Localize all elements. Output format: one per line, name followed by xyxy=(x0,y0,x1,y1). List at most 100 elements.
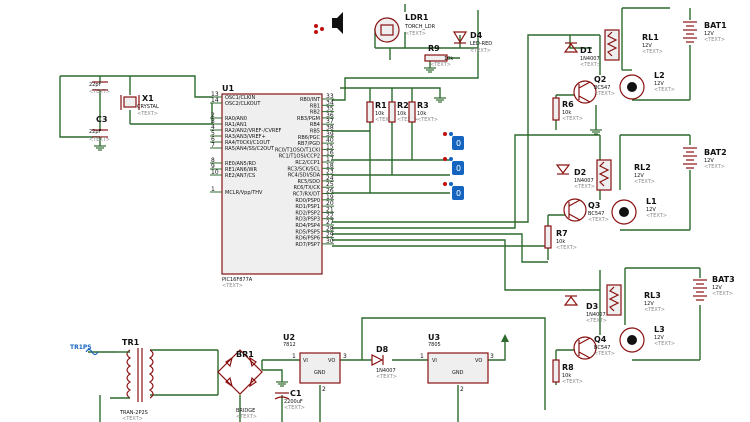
mcu-pin-number: 7 xyxy=(211,142,215,149)
speaker-icon[interactable] xyxy=(332,12,343,34)
mcu-pin-name: RA1/AN1 xyxy=(225,122,247,128)
r3-ref: R3 xyxy=(417,101,429,110)
r1-ref: R1 xyxy=(375,101,387,110)
mcu-pin-name: RA3/AN3/VREF+ xyxy=(225,134,266,140)
diode-d8[interactable]: D8 1N4007 <TEXT> xyxy=(371,345,397,380)
resistor-r8[interactable]: R8 10k <TEXT> xyxy=(552,359,583,385)
ldr-ldr1[interactable]: LDR1 TORCH_LDR <TEXT> xyxy=(374,13,436,43)
relay-rl2[interactable]: RL2 12V <TEXT> xyxy=(596,159,655,191)
regulator-u2[interactable]: U2 7812 VI VO GND 1 3 2 xyxy=(283,333,347,393)
transformer-tr1[interactable]: TR1 TRAN-2P2S <TEXT> xyxy=(110,338,154,422)
lamp-l1[interactable]: L1 12V <TEXT> xyxy=(611,197,667,225)
relay-channel-3[interactable]: D3 1N4007 <TEXT> RL3 12V <TEXT> Q4 BC547… xyxy=(552,275,735,385)
transistor-q2[interactable]: Q2 BC547 <TEXT> xyxy=(573,75,615,104)
rl1-placeholder: <TEXT> xyxy=(642,49,663,55)
relay-channel-2[interactable]: D2 1N4007 <TEXT> RL2 12V <TEXT> Q3 BC547… xyxy=(544,147,727,251)
crystal-x1[interactable]: X1 CRYSTAL <TEXT> xyxy=(120,94,159,117)
battery-bat1[interactable]: BAT1 12V <TEXT> xyxy=(683,21,727,43)
capacitor-c2[interactable]: 22pF <TEXT> xyxy=(89,81,110,95)
logic-switch-1[interactable]: 0 xyxy=(443,132,464,150)
transistor-q3[interactable]: Q3 BC547 <TEXT> xyxy=(563,198,609,223)
l3-value: 12V xyxy=(654,335,664,341)
relay-rl3[interactable]: RL3 12V <TEXT> xyxy=(606,284,665,316)
diode-d3[interactable]: D3 1N4007 <TEXT> xyxy=(563,295,607,324)
mcu-pin-number: 36 xyxy=(326,112,334,119)
resistor-r2[interactable]: R2 10k <TEXT> xyxy=(388,101,418,123)
lamp-l3[interactable]: L3 12V <TEXT> xyxy=(619,325,675,353)
logic-switch-2[interactable]: 0 xyxy=(443,157,464,175)
ground-icon xyxy=(590,129,602,135)
power-source[interactable]: TR1PS xyxy=(70,344,99,356)
q2-ref: Q2 xyxy=(594,75,606,84)
l2-value: 12V xyxy=(654,81,664,87)
resistor-r9[interactable]: R9 10k <TEXT> xyxy=(424,44,453,68)
resistor-r1[interactable]: R1 10k <TEXT> xyxy=(366,101,396,123)
mcu-pin-number: 30 xyxy=(326,238,334,245)
battery-bat3[interactable]: BAT3 12V <TEXT> xyxy=(693,275,735,301)
switch-2-value: 0 xyxy=(456,164,461,173)
mcu-pin-number: 3 xyxy=(211,118,215,125)
relay-rl1[interactable]: RL1 12V <TEXT> xyxy=(604,29,663,61)
r1-value: 10k xyxy=(375,111,384,117)
resistor-r6[interactable]: R6 10k <TEXT> xyxy=(552,97,583,122)
capacitor-c1[interactable]: C1 2200uF <TEXT> xyxy=(274,389,305,411)
diode-d2[interactable]: D2 1N4007 <TEXT> xyxy=(555,164,595,190)
logic-switch-3[interactable]: 0 xyxy=(443,182,464,200)
regulator-u3[interactable]: U3 7805 VI VO GND 1 3 2 xyxy=(420,333,494,393)
c1-ref: C1 xyxy=(290,389,302,398)
capacitor-c3[interactable]: C3 22pF <TEXT> xyxy=(89,115,110,143)
battery-bat2[interactable]: BAT2 12V <TEXT> xyxy=(683,147,727,170)
resistor-r7[interactable]: R7 10k <TEXT> xyxy=(544,225,577,251)
br1-placeholder: <TEXT> xyxy=(236,414,257,420)
relay-channel-1[interactable]: D1 1N4007 <TEXT> RL1 12V <TEXT> Q2 BC547… xyxy=(552,21,727,122)
r6-value: 10k xyxy=(562,110,571,116)
lamp-l2[interactable]: L2 12V <TEXT> xyxy=(619,71,675,100)
ldr-ref: LDR1 xyxy=(405,13,429,22)
resistor-r3[interactable]: R3 10k <TEXT> xyxy=(408,101,438,123)
bridge-br1[interactable]: BR1 BRIDGE <TEXT> xyxy=(217,349,263,420)
mcu-body[interactable] xyxy=(221,93,323,275)
transistor-q4[interactable]: Q4 BC547 <TEXT> xyxy=(573,335,615,360)
u2-ref: U2 xyxy=(283,333,295,342)
led-d4[interactable]: D4 LED-RED <TEXT> xyxy=(452,31,492,54)
diode-d1[interactable]: D1 1N4007 <TEXT> xyxy=(563,42,601,68)
